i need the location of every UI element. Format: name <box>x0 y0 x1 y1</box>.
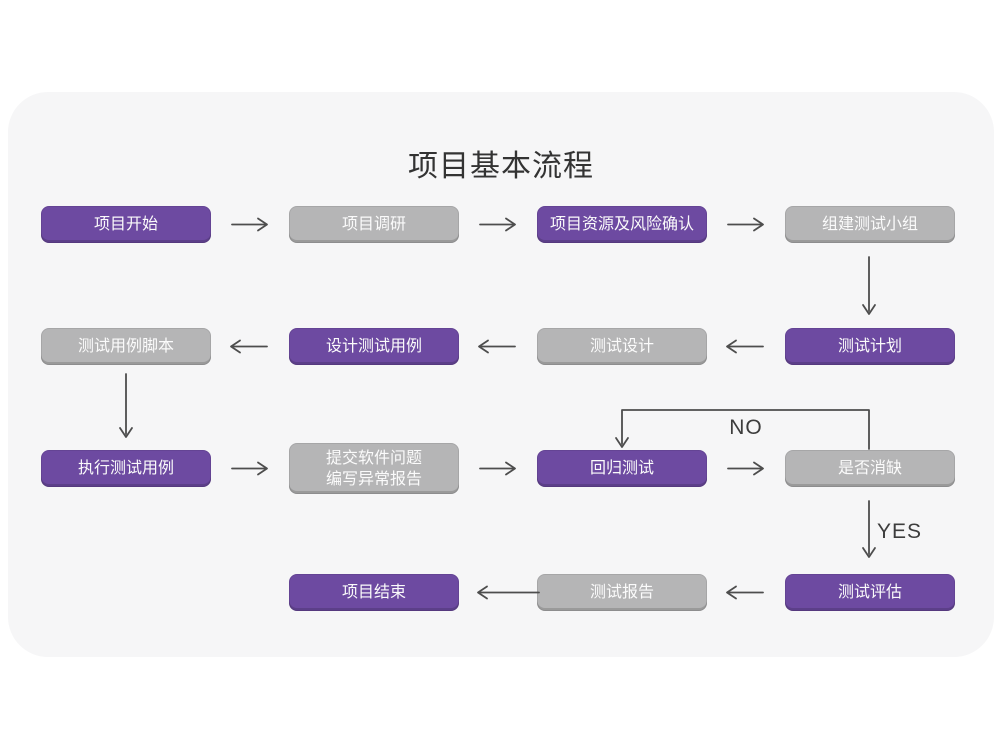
node-execute-test-case: 执行测试用例 <box>41 450 211 487</box>
node-project-research: 项目调研 <box>289 206 459 243</box>
node-defect-resolved: 是否消缺 <box>785 450 955 487</box>
node-submit-issue-report: 提交软件问题 编写异常报告 <box>289 443 459 494</box>
node-project-resource-risk: 项目资源及风险确认 <box>537 206 707 243</box>
flowchart-card <box>8 92 994 657</box>
node-test-evaluation: 测试评估 <box>785 574 955 611</box>
node-project-start: 项目开始 <box>41 206 211 243</box>
node-build-test-team: 组建测试小组 <box>785 206 955 243</box>
node-test-report: 测试报告 <box>537 574 707 611</box>
node-test-plan: 测试计划 <box>785 328 955 365</box>
node-design-test-case: 设计测试用例 <box>289 328 459 365</box>
edge-label-no: NO <box>729 416 763 439</box>
node-test-design: 测试设计 <box>537 328 707 365</box>
edge-label-yes: YES <box>877 520 923 543</box>
node-project-end: 项目结束 <box>289 574 459 611</box>
page-title: 项目基本流程 <box>408 150 594 183</box>
node-test-case-script: 测试用例脚本 <box>41 328 211 365</box>
node-regression-test: 回归测试 <box>537 450 707 487</box>
